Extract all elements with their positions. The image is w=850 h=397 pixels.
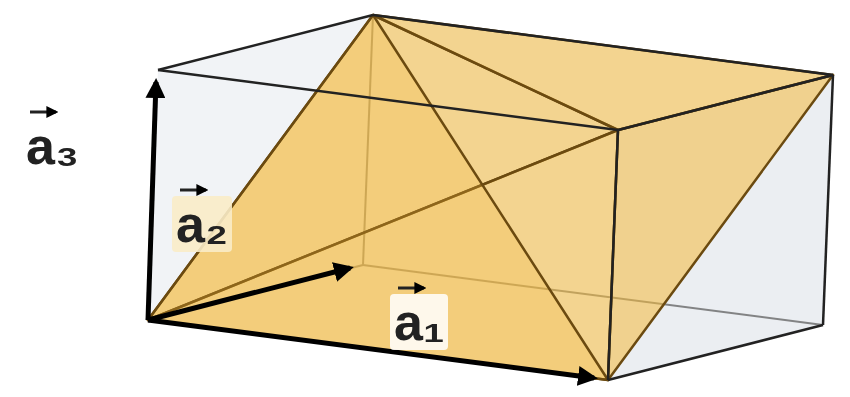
vector-label: a₃	[22, 118, 83, 174]
vector-label: a₂	[172, 196, 232, 252]
vector-label: a₁	[390, 294, 448, 350]
